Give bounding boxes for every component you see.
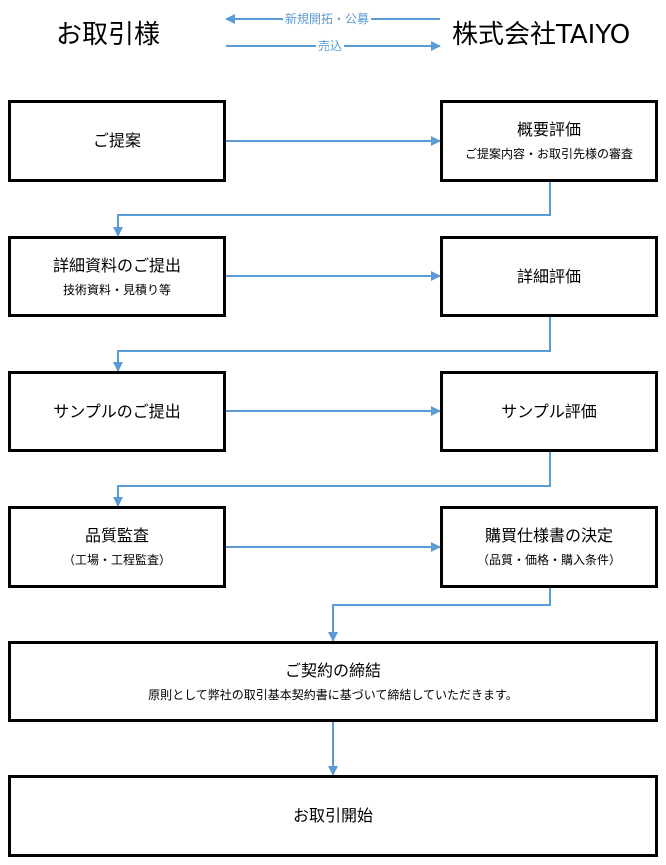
step-overview-evaluation-note: ご提案内容・お取引先様の審査: [464, 147, 633, 161]
step-sample-submission: サンプルのご提出: [8, 371, 226, 452]
new-development-label: 新規開拓・公募: [283, 12, 372, 26]
step-proposal-title: ご提案: [92, 131, 141, 150]
step-detail-submission-title: 詳細資料のご提出: [52, 255, 181, 275]
step-sample-evaluation: サンプル評価: [440, 371, 658, 452]
arrow-overview-to-detail-submit: [113, 182, 551, 237]
arrow-detail-eval-to-sample: [113, 317, 551, 372]
arrow-spec-to-contract: [328, 588, 551, 642]
step-detail-submission: 詳細資料のご提出 技術資料・見積り等: [8, 236, 226, 317]
step-sample-evaluation-title: サンプル評価: [501, 401, 597, 421]
step-overview-evaluation-title: 概要評価: [516, 120, 581, 139]
step-detail-evaluation-title: 詳細評価: [516, 266, 581, 286]
step-quality-audit-title: 品質監査: [84, 526, 149, 545]
step-start-title: お取引開始: [292, 806, 373, 825]
step-contract: ご契約の締結 原則として弊社の取引基本契約書に基づいて締結していただきます。: [8, 641, 658, 722]
step-sample-submission-title: サンプルのご提出: [53, 401, 181, 421]
client-heading: お取引様: [56, 20, 161, 50]
company-heading: 株式会社TAIYO: [452, 20, 631, 50]
step-proposal: ご提案: [8, 100, 226, 182]
step-overview-evaluation: 概要評価 ご提案内容・お取引先様の審査: [440, 100, 658, 182]
step-purchase-spec: 購買仕様書の決定 （品質・価格・購入条件）: [440, 506, 658, 588]
step-detail-submission-note: 技術資料・見積り等: [62, 282, 171, 297]
step-start: お取引開始: [8, 775, 658, 857]
step-contract-title: ご契約の締結: [284, 660, 381, 680]
step-quality-audit: 品質監査 （工場・工程監査）: [8, 506, 226, 588]
sales-pitch-label: 売込: [316, 39, 345, 53]
step-quality-audit-note: （工場・工程監査）: [62, 553, 171, 567]
step-purchase-spec-note: （品質・価格・購入条件）: [476, 553, 621, 567]
step-detail-evaluation: 詳細評価: [440, 236, 658, 317]
step-purchase-spec-title: 購買仕様書の決定: [484, 526, 613, 545]
arrow-sample-eval-to-audit: [113, 452, 551, 507]
step-contract-note: 原則として弊社の取引基本契約書に基づいて締結していただきます。: [148, 687, 518, 702]
